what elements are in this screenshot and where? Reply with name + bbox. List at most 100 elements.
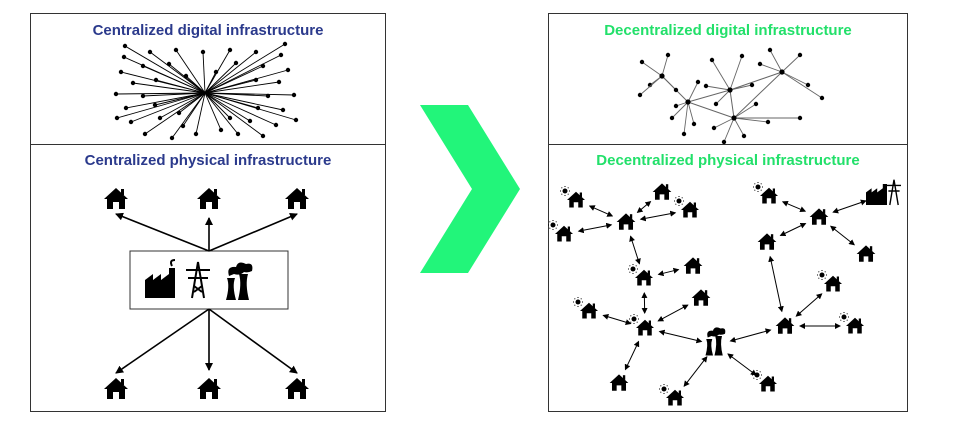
energy-flow-arrow <box>727 353 757 376</box>
network-node <box>113 91 119 97</box>
network-node <box>122 43 128 49</box>
energy-flow-arrow <box>795 293 823 317</box>
network-link <box>159 92 206 119</box>
network-node <box>273 122 279 128</box>
network-node <box>285 67 291 73</box>
network-node <box>173 47 179 53</box>
energy-flow-arrow <box>588 205 614 217</box>
network-node <box>200 49 206 55</box>
network-node <box>260 63 266 69</box>
network-link <box>729 55 743 91</box>
network-node <box>157 115 163 121</box>
network-link <box>715 89 731 105</box>
network-node <box>130 80 136 86</box>
solar-house-icon <box>560 186 585 208</box>
network-hub <box>685 99 691 105</box>
network-node <box>721 139 727 145</box>
house-icon <box>809 208 829 225</box>
decentralized-digital-panel <box>548 13 908 145</box>
network-node <box>227 115 233 121</box>
decentralized-mesh-network <box>637 47 825 145</box>
network-link <box>204 92 297 121</box>
network-node <box>169 135 175 141</box>
network-node <box>140 93 146 99</box>
network-node <box>797 115 803 121</box>
house-icon <box>757 233 777 250</box>
network-link <box>769 49 783 73</box>
house-icon <box>197 378 221 399</box>
network-link <box>204 51 257 94</box>
network-link <box>713 117 735 129</box>
energy-flow-arrow <box>624 340 640 371</box>
network-link <box>204 92 264 137</box>
network-hub <box>727 87 733 93</box>
network-link <box>142 65 206 94</box>
network-link <box>733 117 745 137</box>
energy-flow-arrow <box>768 255 784 313</box>
house-icon <box>285 378 309 399</box>
network-node <box>276 79 282 85</box>
network-link <box>733 103 757 119</box>
network-link <box>171 92 206 139</box>
network-node <box>193 131 199 137</box>
network-link <box>144 92 206 135</box>
solar-house-icon <box>628 264 653 286</box>
network-link <box>185 75 206 94</box>
network-link <box>204 43 286 94</box>
solar-house-icon <box>548 220 573 242</box>
network-hub <box>731 115 737 121</box>
network-node <box>147 49 153 55</box>
network-link <box>705 85 731 91</box>
network-node <box>647 82 653 88</box>
network-node <box>253 49 259 55</box>
solar-house-icon <box>753 182 778 204</box>
network-link <box>683 101 689 135</box>
network-link <box>204 65 264 94</box>
network-link <box>204 92 284 111</box>
network-link <box>204 62 237 94</box>
network-node <box>123 105 129 111</box>
network-link <box>132 82 206 94</box>
network-link <box>204 81 280 94</box>
network-link <box>204 71 217 94</box>
energy-flow-arrow <box>577 222 613 234</box>
energy-flow-arrow <box>629 235 641 265</box>
network-node <box>805 82 811 88</box>
energy-flow-arrow <box>639 210 677 222</box>
network-link <box>195 92 206 135</box>
network-link <box>687 81 699 103</box>
network-node <box>681 131 687 137</box>
house-icon <box>285 188 309 209</box>
network-hub <box>779 69 785 75</box>
network-link <box>204 92 222 131</box>
network-node <box>235 131 241 137</box>
network-node <box>673 87 679 93</box>
network-node <box>691 121 697 127</box>
network-node <box>213 69 219 75</box>
network-node <box>669 115 675 121</box>
network-link <box>781 54 801 73</box>
tower-frame <box>886 179 901 206</box>
house-icon <box>104 378 128 399</box>
network-node <box>741 133 747 139</box>
centralized-digital-panel <box>30 13 386 145</box>
house-icon <box>775 317 795 334</box>
network-link <box>204 92 231 119</box>
network-node <box>140 63 146 69</box>
house-icon <box>856 245 876 262</box>
network-link <box>204 92 295 96</box>
network-node <box>166 61 172 67</box>
network-link <box>130 92 206 123</box>
energy-flow-arrow <box>657 304 689 322</box>
network-link <box>116 92 206 119</box>
network-hub <box>659 73 665 79</box>
network-node <box>280 107 286 113</box>
energy-flow-arrow <box>832 199 867 214</box>
solar-house-icon <box>752 370 777 392</box>
network-node <box>703 83 709 89</box>
network-link <box>687 89 731 103</box>
network-node <box>767 47 773 53</box>
network-node <box>673 103 679 109</box>
network-node <box>153 77 159 83</box>
